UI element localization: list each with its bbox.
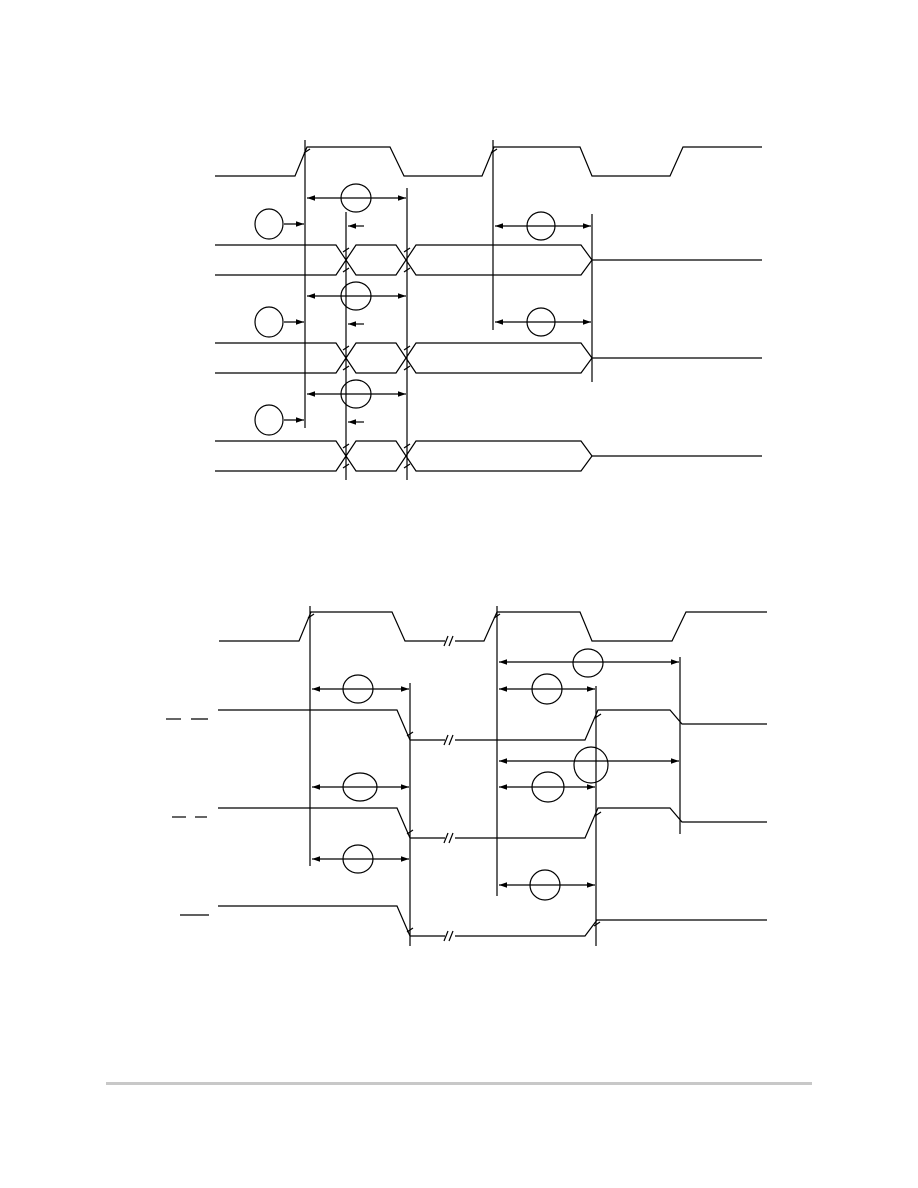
edge-tick	[342, 247, 350, 253]
bus-waveform-1	[215, 244, 762, 276]
edge-tick	[342, 345, 350, 351]
break-mark	[443, 635, 454, 647]
signal-waveform-3-cont	[455, 919, 767, 937]
break-mark	[443, 734, 454, 746]
edge-tick	[403, 247, 411, 253]
edge-tick	[593, 921, 601, 927]
edge-tick	[403, 443, 411, 449]
timing-marker-circle	[531, 673, 563, 705]
timing-marker-circle	[526, 307, 556, 337]
bus-waveform-3	[215, 440, 762, 472]
timing-marker-circle	[342, 674, 374, 704]
bus-waveform-2	[215, 342, 762, 374]
timing-marker-circle	[573, 746, 609, 784]
bus-waveform-3-complement	[215, 440, 593, 472]
edge-tick	[403, 463, 411, 469]
timing-marker-circle	[531, 771, 565, 803]
break-mark	[443, 930, 454, 942]
edge-tick	[406, 731, 414, 737]
timing-marker-circle	[340, 183, 372, 213]
signal-waveform-2	[218, 807, 445, 839]
timing-marker-circle	[342, 772, 378, 802]
edge-tick	[342, 443, 350, 449]
clock-waveform	[215, 146, 762, 177]
edge-tick	[403, 267, 411, 273]
edge-tick	[342, 463, 350, 469]
edge-tick	[406, 927, 414, 933]
edge-tick	[490, 148, 498, 154]
timing-marker-circle	[340, 281, 372, 311]
bus-waveform-2-complement	[215, 342, 593, 374]
timing-marker-circle	[254, 208, 284, 240]
signal-waveform-1-cont	[455, 709, 767, 741]
timing-marker-circle	[254, 404, 284, 436]
timing-marker-circle	[342, 844, 374, 874]
timing-marker-circle	[572, 648, 604, 678]
timing-marker-circle	[254, 306, 284, 338]
timing-marker-circle	[529, 869, 561, 901]
timing-diagram-bottom	[166, 606, 767, 946]
timing-diagram-top	[215, 140, 762, 480]
edge-tick	[406, 829, 414, 835]
edge-tick	[594, 713, 602, 719]
break-mark	[443, 832, 454, 844]
signal-waveform-2-cont	[455, 807, 767, 839]
footer-rule	[106, 1082, 812, 1085]
clock-waveform	[219, 611, 445, 642]
bus-waveform-1-complement	[215, 244, 593, 276]
timing-marker-circle	[526, 211, 556, 241]
edge-tick	[307, 613, 315, 619]
edge-tick	[403, 345, 411, 351]
clock-waveform-cont	[455, 611, 767, 642]
edge-tick	[342, 267, 350, 273]
edge-tick	[342, 365, 350, 371]
timing-marker-circle	[340, 379, 372, 409]
edge-tick	[594, 811, 602, 817]
signal-waveform-3	[218, 905, 445, 937]
signal-waveform-1	[218, 709, 445, 741]
edge-tick	[403, 365, 411, 371]
